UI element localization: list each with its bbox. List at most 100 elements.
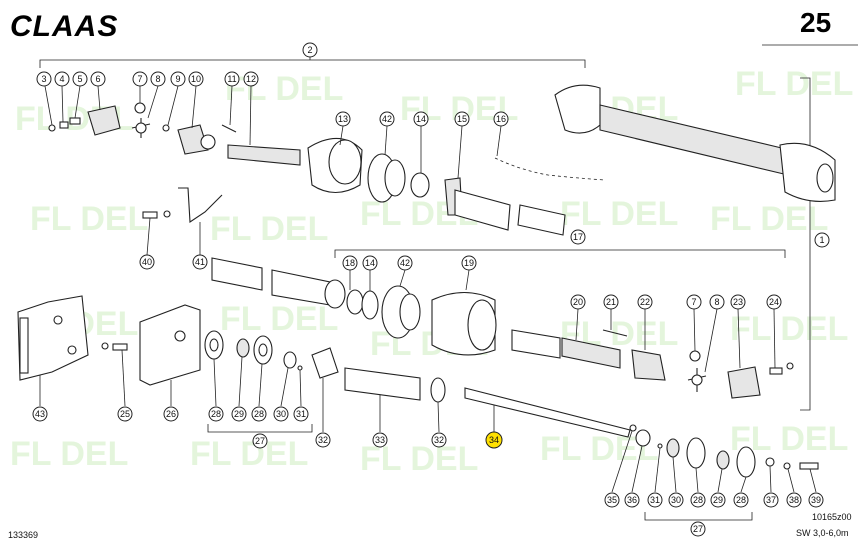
svg-text:28: 28 — [211, 409, 221, 419]
svg-text:13: 13 — [338, 114, 348, 124]
watermark-text-9: FL DEL — [560, 195, 678, 233]
callout-8-mid: 8 — [709, 294, 725, 310]
svg-text:11: 11 — [227, 74, 236, 84]
callout-16: 16 — [493, 111, 509, 127]
leader-lines — [39, 85, 817, 493]
callout-41: 41 — [192, 254, 208, 270]
watermark-text-6: FL DEL — [30, 200, 148, 238]
callout-5: 5 — [72, 71, 88, 87]
svg-text:33: 33 — [375, 435, 385, 445]
callout-32-b: 32 — [431, 432, 447, 448]
svg-text:9: 9 — [175, 74, 180, 84]
svg-text:8: 8 — [714, 297, 719, 307]
svg-text:10: 10 — [191, 74, 201, 84]
callout-28-c: 28 — [690, 492, 706, 508]
svg-text:37: 37 — [766, 495, 776, 505]
callout-31-b: 31 — [647, 492, 663, 508]
svg-text:23: 23 — [733, 297, 743, 307]
svg-text:36: 36 — [627, 495, 637, 505]
svg-text:28: 28 — [254, 409, 264, 419]
svg-text:17: 17 — [573, 232, 583, 242]
callout-30-a: 30 — [273, 406, 289, 422]
svg-text:32: 32 — [318, 435, 328, 445]
middle-row-parts — [142, 187, 794, 399]
callout-25: 25 — [117, 406, 133, 422]
callout-7-mid: 7 — [686, 294, 702, 310]
callout-8: 8 — [150, 71, 166, 87]
svg-text:27: 27 — [693, 524, 703, 534]
svg-text:4: 4 — [59, 74, 64, 84]
callout-30-b: 30 — [668, 492, 684, 508]
svg-text:31: 31 — [650, 495, 660, 505]
callout-7: 7 — [132, 71, 148, 87]
callout-20: 20 — [570, 294, 586, 310]
watermark-text-10: FL DEL — [710, 200, 828, 238]
svg-text:1: 1 — [819, 235, 824, 245]
svg-text:16: 16 — [496, 114, 506, 124]
callout-33: 33 — [372, 432, 388, 448]
svg-text:12: 12 — [246, 74, 256, 84]
group-bracket-27b — [644, 512, 753, 521]
footer-spec: SW 3,0-6,0m — [796, 528, 849, 538]
callout-27-a: 27 — [252, 433, 268, 449]
top-row-parts — [48, 84, 836, 236]
watermark: FL DEL FL DEL FL DEL FL DEL FL DEL FL DE… — [10, 65, 853, 478]
callout-15: 15 — [454, 111, 470, 127]
callout-14-top: 14 — [413, 111, 429, 127]
callout-29-a: 29 — [231, 406, 247, 422]
group-bracket-1 — [800, 77, 811, 411]
svg-text:8: 8 — [155, 74, 160, 84]
svg-text:28: 28 — [693, 495, 703, 505]
lower-row-parts — [17, 295, 819, 478]
callout-1: 1 — [814, 232, 830, 248]
callout-3: 3 — [36, 71, 52, 87]
svg-text:29: 29 — [234, 409, 244, 419]
callout-6: 6 — [90, 71, 106, 87]
svg-text:30: 30 — [276, 409, 286, 419]
callout-10: 10 — [188, 71, 204, 87]
svg-text:32: 32 — [434, 435, 444, 445]
svg-text:39: 39 — [811, 495, 821, 505]
svg-text:14: 14 — [416, 114, 426, 124]
callout-23: 23 — [730, 294, 746, 310]
svg-text:43: 43 — [35, 409, 45, 419]
svg-text:21: 21 — [606, 297, 616, 307]
svg-text:28: 28 — [736, 495, 746, 505]
svg-text:25: 25 — [120, 409, 130, 419]
svg-text:30: 30 — [671, 495, 681, 505]
callout-24: 24 — [766, 294, 782, 310]
watermark-text-2: FL DEL — [225, 70, 343, 108]
brand-logo: CLAAS — [10, 10, 118, 43]
callout-40: 40 — [139, 254, 155, 270]
svg-text:26: 26 — [166, 409, 176, 419]
callout-18: 18 — [342, 255, 358, 271]
svg-text:38: 38 — [789, 495, 799, 505]
callout-28-b: 28 — [251, 406, 267, 422]
svg-text:22: 22 — [640, 297, 650, 307]
callout-19: 19 — [461, 255, 477, 271]
group-bracket-27a — [207, 424, 313, 433]
page-number: 25 — [800, 7, 831, 38]
callout-31-a: 31 — [293, 406, 309, 422]
callout-13: 13 — [335, 111, 351, 127]
callout-29-b: 29 — [710, 492, 726, 508]
callout-21: 21 — [603, 294, 619, 310]
svg-text:14: 14 — [365, 258, 375, 268]
callout-11: 11 — [224, 71, 240, 87]
footer-drawing-id: 10165z00 — [812, 512, 852, 522]
svg-text:7: 7 — [691, 297, 696, 307]
svg-text:15: 15 — [457, 114, 467, 124]
svg-text:5: 5 — [77, 74, 82, 84]
svg-text:34: 34 — [489, 435, 499, 445]
callout-22: 22 — [637, 294, 653, 310]
svg-text:3: 3 — [41, 74, 46, 84]
svg-text:40: 40 — [142, 257, 152, 267]
svg-text:18: 18 — [345, 258, 355, 268]
callout-43: 43 — [32, 406, 48, 422]
svg-text:42: 42 — [400, 258, 410, 268]
callout-28-a: 28 — [208, 406, 224, 422]
callout-42-top: 42 — [379, 111, 395, 127]
callout-38: 38 — [786, 492, 802, 508]
callout-35: 35 — [604, 492, 620, 508]
callout-27-b: 27 — [690, 521, 706, 537]
